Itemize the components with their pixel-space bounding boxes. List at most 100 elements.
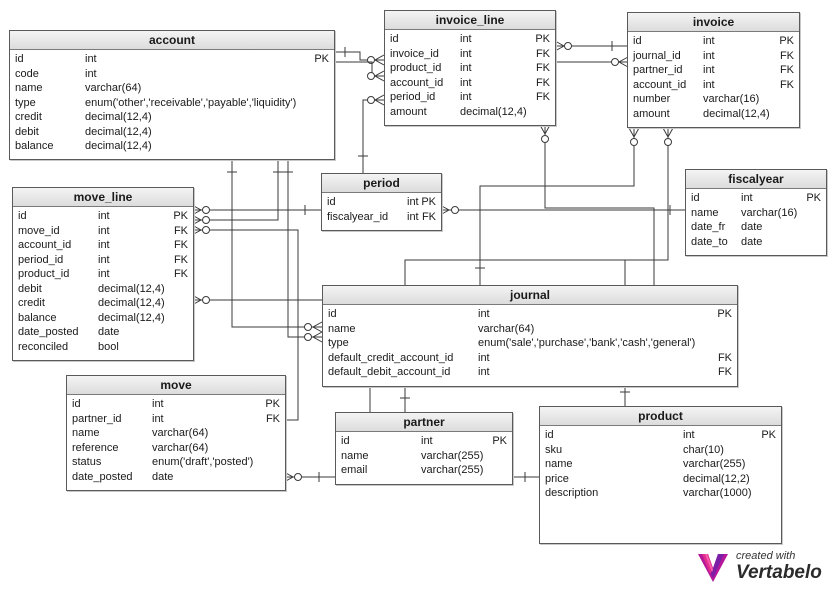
- column-type: varchar(64): [152, 427, 209, 439]
- column-type: int: [703, 78, 715, 91]
- column-name: partner_id: [72, 412, 122, 425]
- table-title: invoice_line: [385, 11, 555, 30]
- column-name: debit: [15, 125, 39, 138]
- column-key: FK: [779, 49, 794, 62]
- column-type: date: [152, 470, 174, 483]
- created-with-label: created with: [736, 550, 796, 562]
- column-type: date: [741, 221, 763, 233]
- column-type: date: [741, 235, 763, 248]
- column-type: int: [478, 308, 490, 320]
- column-name: period_id: [18, 253, 64, 266]
- column-name: invoice_id: [390, 47, 439, 60]
- column-type: decimal(12,4): [98, 297, 165, 309]
- column-type: enum('other','receivable','payable','liq…: [85, 96, 297, 109]
- column-name: name: [545, 458, 573, 470]
- column-key: PK: [761, 429, 776, 441]
- brand-name: Vertabelo: [736, 562, 822, 583]
- column-name: default_debit_account_id: [328, 366, 451, 378]
- column-type: varchar(255): [421, 449, 484, 462]
- column-type: char(10): [683, 443, 724, 456]
- column-type: int: [478, 366, 490, 378]
- column-name: id: [691, 192, 700, 204]
- column-name: reconciled: [18, 340, 69, 353]
- table-title: period: [322, 174, 441, 193]
- table-title: product: [540, 407, 781, 426]
- column-name: name: [341, 449, 369, 462]
- column-name: period_id: [390, 91, 436, 103]
- column-key: FK: [265, 412, 280, 425]
- column-name: amount: [390, 105, 427, 118]
- column-name: name: [15, 82, 43, 94]
- column-key: FK: [421, 210, 436, 223]
- rel-product-invoice_line: [544, 125, 655, 300]
- column-key: FK: [173, 253, 188, 266]
- column-key: FK: [535, 76, 550, 89]
- column-type: int: [460, 91, 472, 103]
- column-type: decimal(12,4): [85, 140, 152, 152]
- column-type: int: [98, 239, 110, 251]
- column-type: int: [98, 268, 110, 280]
- column-type: date: [98, 326, 120, 338]
- column-type: int: [421, 435, 433, 447]
- rel-journal-invoice: [479, 128, 635, 285]
- column-name: balance: [18, 311, 57, 324]
- column-type: int: [703, 49, 715, 62]
- column-row: journal_id int FK: [633, 49, 794, 64]
- column-name: account_id: [18, 239, 72, 251]
- column-name: product_id: [18, 268, 70, 280]
- column-type: varchar(16): [703, 93, 760, 105]
- column-name: account_id: [390, 76, 444, 89]
- column-name: default_credit_account_id: [328, 351, 454, 364]
- column-type: decimal(12,4): [460, 105, 527, 118]
- column-name: number: [633, 93, 671, 105]
- column-name: fiscalyear_id: [327, 210, 389, 223]
- column-name: sku: [545, 443, 563, 456]
- column-type: int: [85, 53, 97, 65]
- column-name: journal_id: [633, 49, 681, 62]
- column-type: int: [98, 210, 110, 222]
- column-name: description: [545, 487, 599, 499]
- column-type: varchar(255): [683, 458, 746, 470]
- rel-account-invoice: [333, 61, 384, 77]
- column-type: int: [460, 33, 472, 45]
- column-type: int: [152, 412, 164, 425]
- column-name: amount: [633, 107, 670, 120]
- column-key: PK: [492, 435, 507, 447]
- column-type: int: [478, 351, 490, 364]
- column-type: varchar(255): [421, 464, 484, 476]
- column-type: decimal(12,4): [85, 125, 152, 138]
- column-name: date_posted: [72, 470, 133, 483]
- column-name: id: [72, 398, 81, 410]
- rel-account-journal: [231, 158, 322, 328]
- column-key: PK: [717, 308, 732, 320]
- column-type: int: [683, 429, 695, 441]
